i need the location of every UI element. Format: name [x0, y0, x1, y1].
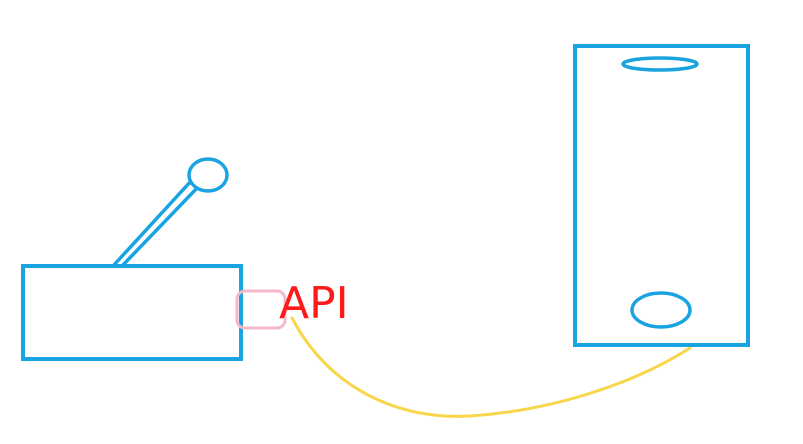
phone-body: [573, 44, 750, 347]
joystick-stick-right-edge: [120, 184, 201, 268]
joystick-knob: [187, 157, 229, 193]
api-port: [235, 289, 287, 330]
connection-line: [290, 316, 692, 418]
api-label: API: [279, 278, 349, 329]
joystick-controller-icon: [21, 157, 243, 361]
phone-speaker: [621, 56, 699, 72]
mobile-phone-icon: [573, 44, 750, 347]
joystick-stick-left-edge: [111, 178, 194, 268]
phone-home-button: [630, 291, 692, 329]
controller-base: [21, 264, 243, 361]
